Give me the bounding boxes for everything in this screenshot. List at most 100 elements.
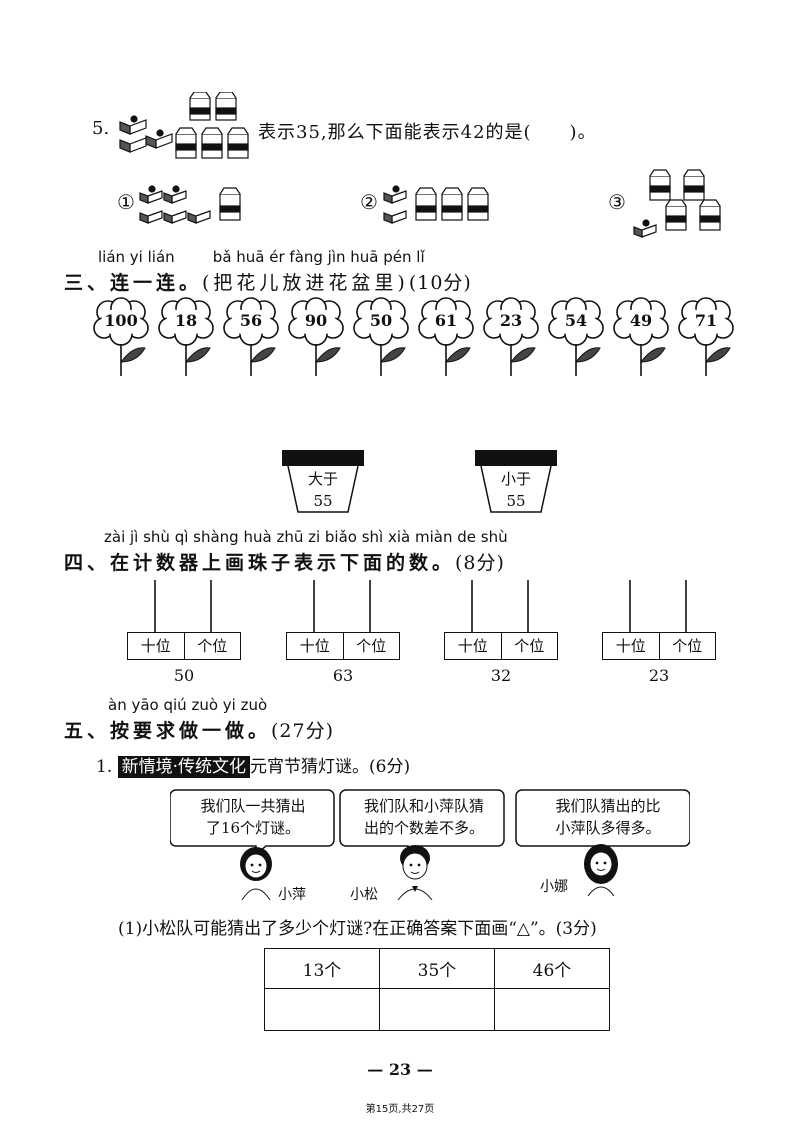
flower-number: 71 [694, 311, 718, 330]
abacus-rods [471, 580, 529, 632]
section4-heading: 四、在计数器上画珠子表示下面的数。(8分) [64, 548, 505, 575]
abacus-base: 十位个位 [602, 632, 716, 660]
answer-cell-13[interactable] [264, 988, 380, 1031]
pot-greater[interactable]: 大于 55 [282, 450, 364, 514]
section4-score: (8分) [455, 552, 505, 574]
cake-icon [119, 115, 147, 135]
q5-question-text: 表示35,那么下面能表示42的是( )。 [258, 122, 597, 143]
bubble-xiaona-text: 我们队猜出的比 小萍队多得多。 [524, 795, 692, 839]
answer-cell-35[interactable] [379, 988, 495, 1031]
section3-score: (10分) [408, 272, 472, 294]
boy-xiaosong-icon [397, 845, 433, 900]
section3-heading: 三、连一连。(把花儿放进花盆里)(10分) [64, 268, 472, 295]
q5-option-1: ① [117, 190, 135, 214]
q1-sub1: (1)小松队可能猜出了多少个灯谜?在正确答案下面画“△”。(3分) [118, 919, 597, 939]
flower-7[interactable]: 54 [547, 296, 605, 376]
ones-label: 个位 [197, 637, 228, 655]
section5-title: 五、按要求做一做。 [64, 720, 272, 742]
abacus-number: 23 [648, 666, 670, 685]
flower-icon [613, 297, 669, 376]
flower-number: 56 [239, 311, 263, 330]
answer-table: 13个 35个 46个 [264, 948, 610, 1031]
flower-2[interactable]: 56 [222, 296, 280, 376]
name-xiaoping: 小萍 [278, 887, 306, 903]
flower-number: 18 [174, 311, 198, 330]
flower-8[interactable]: 49 [612, 296, 670, 376]
flower-number: 54 [564, 311, 588, 330]
ones-label: 个位 [514, 637, 545, 655]
flower-icon [93, 297, 149, 376]
bubble-3-line1: 我们队猜出的比 [555, 797, 661, 815]
tens-label: 十位 [287, 633, 344, 659]
abacus-base: 十位个位 [286, 632, 400, 660]
name-xiaosong: 小松 [350, 887, 378, 903]
flower-number: 100 [104, 311, 138, 330]
choice-13: 13个 [264, 948, 380, 989]
flower-0[interactable]: 100 [92, 296, 150, 376]
q5-option-2: ② [360, 190, 378, 214]
section5-pinyin: àn yāo qiú zuò yi zuò [108, 696, 268, 714]
flower-1[interactable]: 18 [157, 296, 215, 376]
ones-label: 个位 [356, 637, 387, 655]
flower-icon [158, 297, 214, 376]
girl-xiaona-icon [584, 844, 618, 896]
flower-3[interactable]: 90 [287, 296, 345, 376]
q5-number: 5. [92, 118, 110, 139]
option-1-picture [139, 185, 241, 224]
bubble-xiaoping-text: 我们队一共猜出 了16个灯谜。 [174, 795, 332, 839]
section3-pinyin: lián yi lián bǎ huā ér fàng jìn huā pén … [98, 248, 425, 266]
page-number: — 23 — [367, 1060, 433, 1079]
flower-6[interactable]: 23 [482, 296, 540, 376]
pot-icon [282, 450, 364, 513]
q1-tag: 新情境·传统文化 [117, 756, 251, 778]
abacus-rods [313, 580, 371, 632]
bubble-3-line2: 小萍队多得多。 [555, 819, 661, 837]
pot-greater-line1: 大于 [307, 470, 338, 488]
q5-option-3: ③ [608, 190, 626, 214]
flower-4[interactable]: 50 [352, 296, 410, 376]
flower-9[interactable]: 71 [677, 296, 735, 376]
flower-icon [548, 297, 604, 376]
page-count-note: 第15页,共27页 [365, 1104, 435, 1115]
q1-number: 1. [96, 757, 113, 777]
flower-icon [288, 297, 344, 376]
section3-title: 三、连一连。 [64, 272, 203, 294]
pot-icon [475, 450, 557, 513]
choice-35: 35个 [379, 948, 495, 989]
section5-heading: 五、按要求做一做。(27分) [64, 716, 334, 743]
flower-icon [483, 297, 539, 376]
name-xiaona: 小娜 [540, 879, 568, 895]
answer-cell-46[interactable] [494, 988, 610, 1031]
tens-label: 十位 [128, 633, 185, 659]
abacus-number: 50 [173, 666, 195, 685]
q5-stem-picture [119, 92, 249, 159]
bubble-2-line1: 我们队和小萍队猜 [363, 797, 484, 815]
abacus-rods [154, 580, 212, 632]
flower-icon [353, 297, 409, 376]
speech-bubbles [170, 789, 690, 856]
girl-xiaoping-icon [240, 847, 272, 900]
bubble-1-line2: 了16个灯谜。 [205, 819, 301, 837]
q1-text: 元宵节猜灯谜。(6分) [250, 757, 411, 777]
section5-q1: 1. 新情境·传统文化元宵节猜灯谜。(6分) [96, 752, 411, 778]
tens-label: 十位 [603, 633, 660, 659]
flower-5[interactable]: 61 [417, 296, 475, 376]
pot-less[interactable]: 小于 55 [475, 450, 557, 514]
flower-number: 61 [434, 311, 458, 330]
bubble-xiaosong-text: 我们队和小萍队猜 出的个数差不多。 [344, 795, 504, 839]
section4-title: 四、在计数器上画珠子表示下面的数。 [64, 552, 456, 574]
flower-number: 49 [629, 311, 653, 330]
bubble-1-line1: 我们队一共猜出 [200, 797, 306, 815]
pot-less-line2: 55 [506, 492, 526, 510]
flower-icon [223, 297, 279, 376]
abacus-number: 32 [490, 666, 512, 685]
option-3-picture [633, 169, 721, 238]
abacus-3[interactable]: 十位个位 23 [602, 580, 716, 690]
flower-icon [418, 297, 474, 376]
flower-number: 23 [499, 311, 523, 330]
